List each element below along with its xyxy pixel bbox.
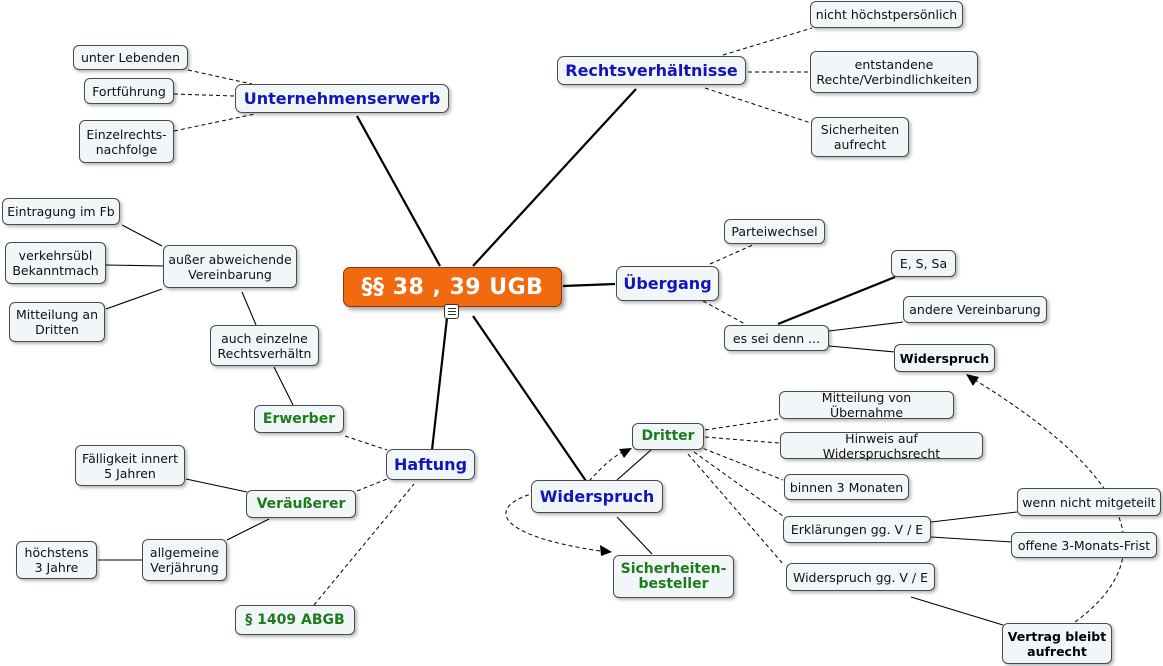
item-mitteilung-uebernahme[interactable]: Mitteilung von Übernahme xyxy=(779,390,954,420)
item-sicherheitenbesteller[interactable]: Sicherheiten- besteller xyxy=(613,555,734,598)
item-widerspruch-gg[interactable]: Widerspruch gg. V / E xyxy=(786,563,935,591)
item-auch-einzelne[interactable]: auch einzelne Rechtsverhältn xyxy=(210,325,319,366)
item-1409-abgb[interactable]: § 1409 ABGB xyxy=(235,605,355,635)
topic-unternehmenserwerb[interactable]: Unternehmenserwerb xyxy=(235,84,449,113)
item-einzelrechtsnachfolge[interactable]: Einzelrechts- nachfolge xyxy=(79,120,174,163)
item-vertrag-bleibt-aufrecht[interactable]: Vertrag bleibt aufrecht xyxy=(1002,623,1112,664)
topic-haftung[interactable]: Haftung xyxy=(386,449,475,480)
item-mitteilung-dritten[interactable]: Mitteilung an Dritten xyxy=(9,302,105,342)
item-hoechstens[interactable]: höchstens 3 Jahre xyxy=(16,541,97,579)
item-es-sei-denn[interactable]: es sei denn ... xyxy=(724,325,829,351)
item-hinweis-widerspruchsrecht[interactable]: Hinweis auf Widerspruchsrecht xyxy=(780,431,983,461)
item-nicht-hoechstpersoenlich[interactable]: nicht höchstpersönlich xyxy=(810,1,963,28)
item-widerspruch-uebergang[interactable]: Widerspruch xyxy=(894,344,995,372)
topic-uebergang[interactable]: Übergang xyxy=(616,266,719,301)
item-e-s-sa[interactable]: E, S, Sa xyxy=(891,250,956,277)
topic-rechtsverhaeltnisse[interactable]: Rechtsverhältnisse xyxy=(557,56,746,85)
item-erwerber[interactable]: Erwerber xyxy=(254,405,344,433)
item-faelligkeit[interactable]: Fälligkeit innert 5 Jahren xyxy=(75,445,185,486)
item-fortfuehrung[interactable]: Fortführung xyxy=(84,78,174,104)
item-entstandene-rechte[interactable]: entstandene Rechte/Verbindlichkeiten xyxy=(810,51,978,93)
central-topic[interactable]: §§ 38 , 39 UGB xyxy=(343,267,562,307)
item-ausser-abweichende[interactable]: außer abweichende Vereinbarung xyxy=(163,245,297,288)
item-erklaerungen[interactable]: Erklärungen gg. V / E xyxy=(783,516,931,543)
item-allgemeine-verjaehrung[interactable]: allgemeine Verjährung xyxy=(142,539,227,581)
item-verkehrsuebl[interactable]: verkehrsübl Bekanntmach xyxy=(5,242,106,284)
note-icon[interactable] xyxy=(444,304,459,319)
topic-widerspruch[interactable]: Widerspruch xyxy=(531,480,663,513)
item-andere-vereinbarung[interactable]: andere Vereinbarung xyxy=(903,296,1047,323)
item-wenn-nicht-mitgeteilt[interactable]: wenn nicht mitgeteilt xyxy=(1017,488,1161,516)
item-parteiwechsel[interactable]: Parteiwechsel xyxy=(724,219,825,244)
item-offene-3-monats-frist[interactable]: offene 3-Monats-Frist xyxy=(1011,532,1157,558)
item-eintragung-fb[interactable]: Eintragung im Fb xyxy=(2,198,120,225)
item-sicherheiten-aufrecht[interactable]: Sicherheiten aufrecht xyxy=(811,117,909,157)
item-unter-lebenden[interactable]: unter Lebenden xyxy=(73,45,188,70)
item-veraeusserer[interactable]: Veräußerer xyxy=(246,490,356,518)
item-binnen-3-monaten[interactable]: binnen 3 Monaten xyxy=(784,474,909,500)
item-dritter[interactable]: Dritter xyxy=(632,423,704,450)
